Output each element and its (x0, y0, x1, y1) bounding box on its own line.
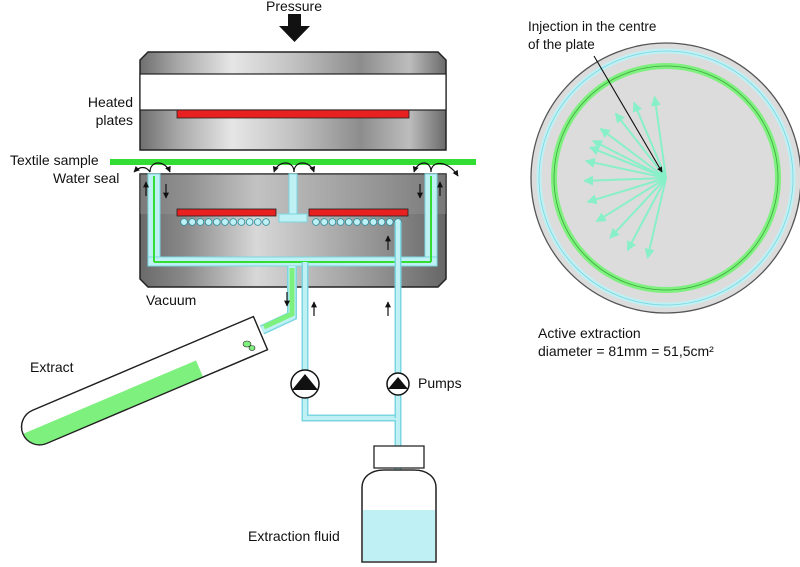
radial-arrow (592, 139, 667, 179)
fluid-channel (253, 218, 262, 226)
radial-arrow (650, 95, 667, 179)
fluid-channel (336, 218, 345, 226)
pumps-label: Pumps (418, 375, 462, 391)
pump-right-icon (386, 372, 410, 396)
active-extraction-label-line2: diameter = 81mm = 51,5cm² (538, 343, 714, 359)
plate-top-view (530, 42, 800, 314)
fluid-channel (369, 218, 378, 226)
bottom-heater-left (176, 208, 277, 217)
top-heater (176, 109, 410, 119)
fluid-channel (196, 218, 205, 226)
radial-arrow (626, 177, 667, 252)
extraction-fluid-label: Extraction fluid (248, 528, 340, 544)
fluid-channel (328, 218, 337, 226)
vacuum-label: Vacuum (146, 292, 196, 308)
radial-arrow (583, 175, 667, 186)
fluid-channel (180, 218, 188, 226)
injection-pointer (593, 55, 663, 173)
heated-plates-label-line1: Heated (88, 94, 133, 110)
fluid-channel (221, 218, 229, 226)
textile-sample (110, 159, 476, 165)
fluid-channel (320, 218, 329, 226)
radial-arrow (609, 177, 667, 239)
pressure-arrow-icon (279, 14, 310, 42)
fluid-channel (188, 218, 197, 226)
radial-arrow (644, 177, 667, 259)
fluid-channel (204, 218, 213, 226)
extract-label: Extract (30, 359, 74, 375)
injection-label-line2: of the plate (528, 37, 595, 52)
fluid-channel (229, 218, 238, 226)
fluid-channels-right (312, 218, 402, 226)
radial-arrow (632, 101, 667, 179)
fluid-channel (385, 218, 394, 226)
radial-arrow (589, 146, 667, 179)
extract-test-tube (20, 315, 269, 446)
bottom-heater-right (308, 208, 409, 217)
injection-label-line1: Injection in the centre (528, 19, 656, 34)
fluid-channel (361, 218, 370, 226)
radial-arrow (599, 127, 667, 179)
bottom-press-plate (139, 173, 447, 288)
tubing (259, 222, 402, 561)
fluid-channel (312, 218, 320, 226)
fluid-channels-left (180, 218, 270, 226)
fluid-channel (353, 218, 361, 226)
pressure-label: Pressure (266, 0, 322, 14)
fluid-channel (237, 218, 246, 226)
radial-flow-arrows (583, 95, 667, 259)
radial-arrow (586, 177, 667, 205)
fluid-channel (262, 218, 270, 226)
top-press-plate (139, 51, 447, 151)
seal-flow-arrows (133, 162, 459, 199)
extraction-fluid-bottle (361, 445, 437, 563)
active-extraction-label-line1: Active extraction (538, 325, 641, 341)
fluid-channel (213, 218, 221, 226)
fluid-channel (245, 218, 254, 226)
pump-left-icon (290, 369, 320, 399)
fluid-channel (377, 218, 386, 226)
textile-sample-label: Textile sample (10, 152, 99, 168)
heated-plates-label-line2: plates (96, 112, 133, 128)
fluid-channel (344, 218, 353, 226)
water-seal-label: Water seal (53, 170, 119, 186)
radial-arrow (584, 157, 667, 179)
radial-arrow (595, 177, 667, 223)
